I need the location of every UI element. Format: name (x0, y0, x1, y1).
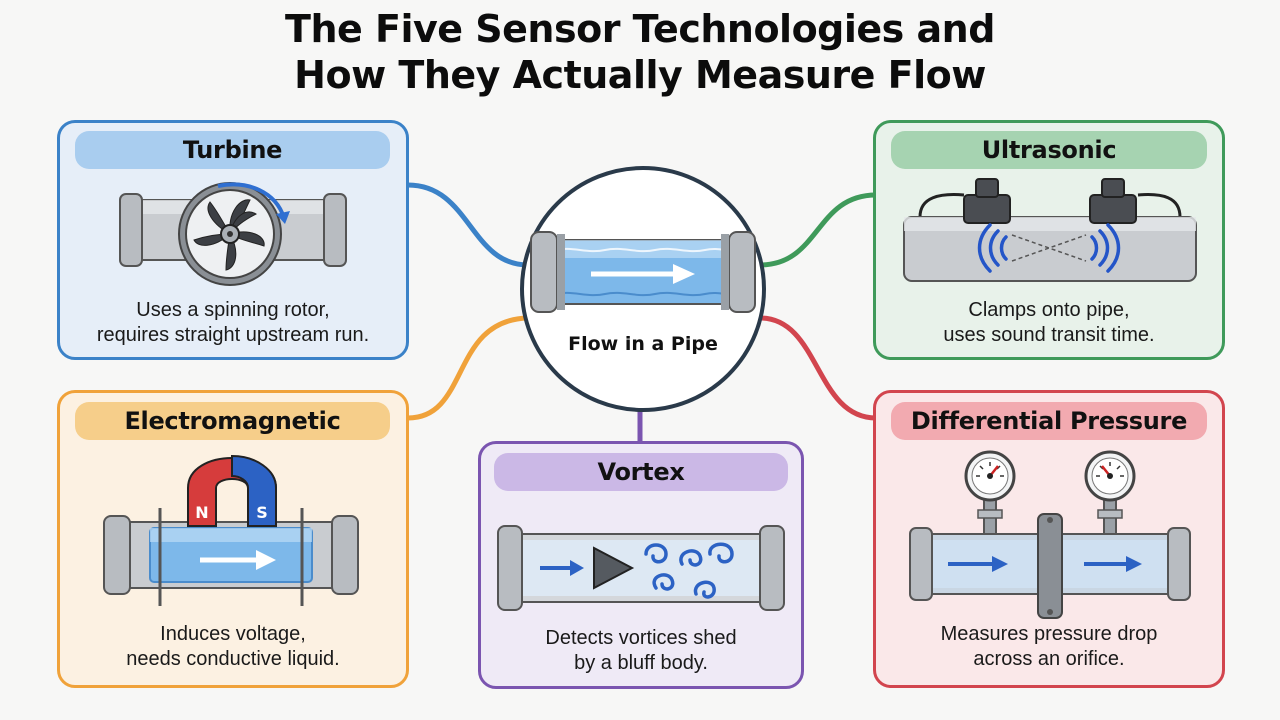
ultrasonic-description: Clamps onto pipe, uses sound transit tim… (876, 298, 1222, 348)
turbine-title: Turbine (75, 131, 390, 169)
page-title: The Five Sensor Technologies and How The… (0, 6, 1280, 98)
connector-turbine (407, 182, 529, 268)
vortex-desc-line-2: by a bluff body. (574, 652, 708, 674)
ultrasonic-desc-line-2: uses sound transit time. (943, 324, 1155, 346)
ultrasonic-title: Ultrasonic (891, 131, 1207, 169)
title-line-2: How They Actually Measure Flow (294, 53, 986, 97)
electromagnetic-title: Electromagnetic (75, 402, 390, 440)
turbine-desc-line-2: requires straight upstream run. (96, 324, 370, 346)
vortex-description: Detects vortices shed by a bluff body. (481, 626, 801, 676)
electromagnetic-desc-line-1: Induces voltage, (160, 623, 306, 645)
turbine-illustration (119, 182, 347, 286)
connector-ultrasonic (759, 192, 877, 268)
flow-pipe-illustration (530, 231, 756, 313)
connector-differential (759, 315, 877, 421)
differential-desc-line-2: across an orifice. (973, 648, 1125, 670)
turbine-description: Uses a spinning rotor, requires straight… (60, 298, 406, 348)
pressure-gauge-right (1084, 450, 1136, 539)
title-line-1: The Five Sensor Technologies and (285, 7, 995, 51)
electromagnetic-illustration: N S (103, 454, 359, 606)
pressure-gauge-left (964, 450, 1016, 539)
differential-pressure-description: Measures pressure drop across an orifice… (876, 622, 1222, 672)
ultrasonic-desc-line-1: Clamps onto pipe, (968, 299, 1130, 321)
differential-desc-line-1: Measures pressure drop (940, 623, 1158, 645)
vortex-title: Vortex (494, 453, 788, 491)
turbine-desc-line-1: Uses a spinning rotor, (136, 299, 330, 321)
differential-pressure-illustration (909, 450, 1191, 619)
vortex-desc-line-1: Detects vortices shed (545, 627, 737, 649)
magnet-north-label: N (195, 503, 208, 522)
vortex-illustration (497, 525, 785, 611)
electromagnetic-description: Induces voltage, needs conductive liquid… (60, 622, 406, 672)
center-label: Flow in a Pipe (568, 333, 718, 355)
ultrasonic-illustration (903, 178, 1197, 282)
magnet-south-label: S (256, 503, 268, 522)
connector-electromagnetic (407, 315, 529, 421)
electromagnetic-desc-line-2: needs conductive liquid. (126, 648, 340, 670)
differential-pressure-title: Differential Pressure (891, 402, 1207, 440)
